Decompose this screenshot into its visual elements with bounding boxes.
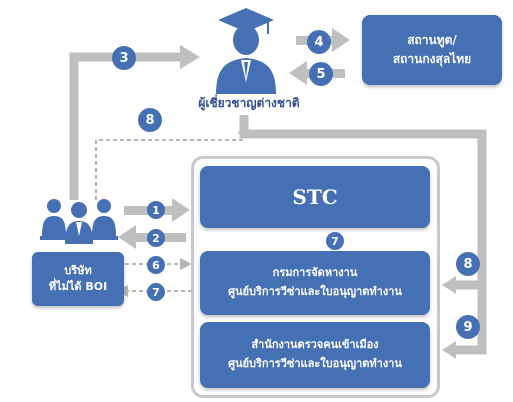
step-9-badge: 9 bbox=[456, 315, 480, 339]
arrow-2-head bbox=[118, 225, 136, 249]
step-1-badge: 1 bbox=[147, 201, 165, 219]
step-7-company-badge: 7 bbox=[147, 283, 165, 301]
immigration-line1: สำนักงานตรวจคนเข้าเมือง bbox=[251, 338, 379, 352]
step-6-badge: 6 bbox=[147, 256, 165, 274]
company-line2: ที่ไม่ได้ BOI bbox=[48, 280, 108, 293]
stc-box: STC bbox=[200, 166, 430, 228]
company-line1: บริษัท bbox=[64, 263, 92, 277]
employment-line1: กรมการจัดหางาน bbox=[272, 266, 358, 280]
people-icon bbox=[40, 199, 118, 244]
step-2-badge: 2 bbox=[147, 229, 165, 247]
arrow-1-head bbox=[172, 198, 190, 222]
arrow-9-head bbox=[442, 341, 456, 359]
arrow-8-head bbox=[442, 276, 456, 294]
arrow-3-head bbox=[180, 45, 200, 69]
embassy-box: สถานทูต/ สถานกงสุลไทย bbox=[362, 15, 502, 85]
company-node: บริษัท ที่ไม่ได้ BOI bbox=[32, 196, 124, 306]
arrow-3 bbox=[69, 52, 185, 200]
company-box: บริษัท ที่ไม่ได้ BOI bbox=[32, 252, 124, 306]
step-3-badge: 3 bbox=[112, 46, 136, 70]
expert-node: ผู้เชี่ยวชาญต่างชาติ bbox=[198, 2, 300, 112]
immigration-line2: ศูนย์บริการวีซ่าและใบอนุญาตทำงาน bbox=[228, 357, 402, 370]
graduate-icon bbox=[216, 8, 276, 94]
arrow-8-9-path bbox=[239, 115, 487, 355]
employment-dept-box: กรมการจัดหางาน ศูนย์บริการวีซ่าและใบอนุญ… bbox=[200, 251, 430, 315]
expert-label: ผู้เชี่ยวชาญต่างชาติ bbox=[198, 96, 300, 110]
embassy-line2: สถานกงสุลไทย bbox=[392, 52, 472, 66]
step-4-badge: 4 bbox=[307, 30, 331, 54]
embassy-line1: สถานทูต/ bbox=[407, 32, 457, 47]
step-5-badge: 5 bbox=[309, 62, 333, 86]
immigration-box: สำนักงานตรวจคนเข้าเมือง ศูนย์บริการวีซ่า… bbox=[200, 322, 430, 388]
employment-line2: ศูนย์บริการวีซ่าและใบอนุญาตทำงาน bbox=[228, 285, 402, 298]
step-8-top-badge: 8 bbox=[138, 108, 162, 132]
arrow-5-head bbox=[289, 61, 307, 85]
step-8-right-badge: 8 bbox=[456, 252, 480, 276]
stc-label: STC bbox=[292, 185, 338, 209]
step-7-stc-badge: 7 bbox=[326, 232, 344, 250]
arrow-4-head bbox=[332, 28, 350, 52]
